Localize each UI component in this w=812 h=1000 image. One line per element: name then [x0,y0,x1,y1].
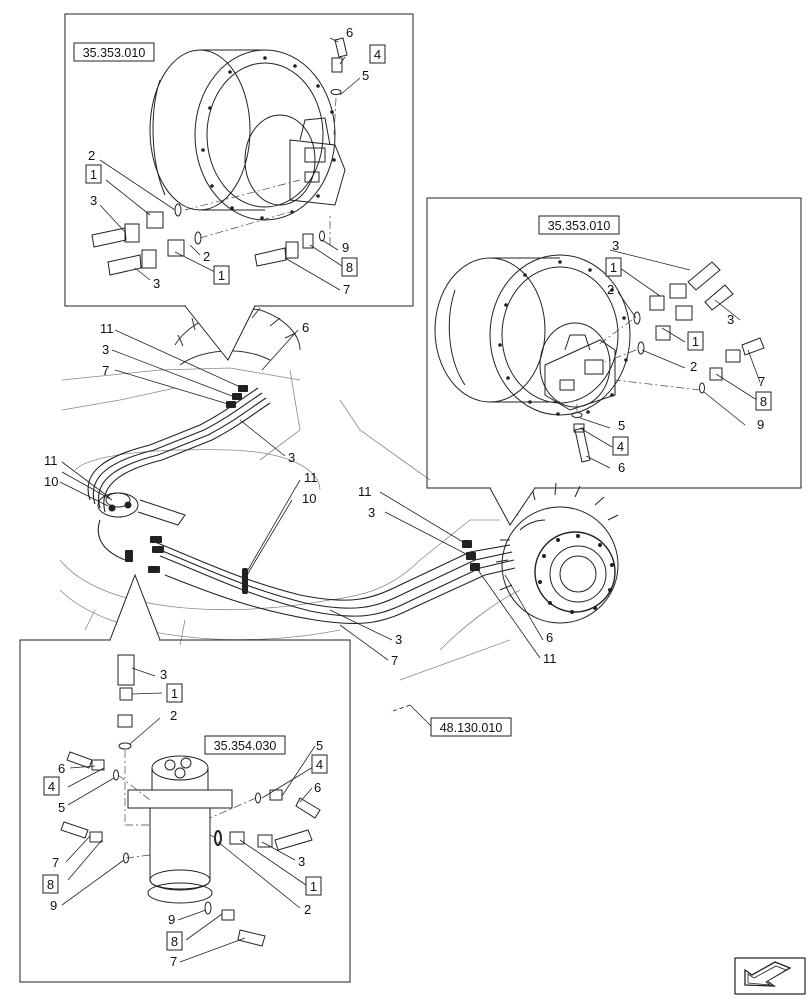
callout-9: 9 [342,240,349,255]
callout-box-1: 1 [310,879,317,894]
callout-3: 3 [298,854,305,869]
top-inset-hoses [91,37,348,276]
right-inset-frame [426,197,802,526]
top-travel-motor [149,49,346,221]
callout-7: 7 [52,855,59,870]
boxed-callouts [42,44,772,951]
callout-leaders [59,37,761,963]
hose-clamp [125,385,480,594]
callout-box-4: 4 [316,757,323,772]
callout-box-8: 8 [346,260,353,275]
motor-bolt-circle [538,534,614,614]
callout-3: 3 [160,667,167,682]
callout-box-1: 1 [90,167,97,182]
callout-11: 11 [44,453,58,468]
hydraulic-hose-bundle [87,387,516,625]
callout-6: 6 [302,320,309,335]
callout-7: 7 [102,363,109,378]
callout-6: 6 [58,761,65,776]
callout-2: 2 [88,148,95,163]
callout-box-1: 1 [171,686,178,701]
callout-3: 3 [395,632,402,647]
callout-2: 2 [203,249,210,264]
ref-label-right-inset: 35.353.010 [548,219,611,233]
callout-5: 5 [362,68,369,83]
ref-label-main-drawing: 48.130.010 [440,721,503,735]
callout-9: 9 [757,417,764,432]
callout-5: 5 [316,738,323,753]
callout-7: 7 [391,653,398,668]
callout-10: 10 [44,474,58,489]
callout-6: 6 [546,630,553,645]
next-page-arrow-icon[interactable] [734,957,806,995]
callout-6: 6 [618,460,625,475]
callout-3: 3 [102,342,109,357]
right-travel-motor [434,254,631,416]
callout-2: 2 [304,902,311,917]
bottom-swivel-joint [127,755,233,904]
callout-box-4: 4 [374,47,381,62]
callout-box-1: 1 [218,268,225,283]
boxed-callout-labels: 1 1 4 8 1 1 8 4 1 4 4 8 1 8 [47,47,767,949]
ref-box-bottom-inset[interactable]: 35.354.030 [204,735,286,755]
callout-7: 7 [170,954,177,969]
top-inset-frame [64,13,414,361]
ref-box-top-inset[interactable]: 35.353.010 [73,42,155,62]
callout-box-4: 4 [48,779,55,794]
callout-2: 2 [170,708,177,723]
callout-2: 2 [690,359,697,374]
callout-9: 9 [50,898,57,913]
callout-5: 5 [58,800,65,815]
callout-7: 7 [343,282,350,297]
ref-label-bottom-inset: 35.354.030 [214,739,277,753]
callout-box-4: 4 [617,439,624,454]
callout-box-8: 8 [171,934,178,949]
ref-box-right-inset[interactable]: 35.353.010 [538,215,620,235]
callout-11: 11 [358,484,372,499]
ref-box-main-drawing[interactable]: 48.130.010 [430,717,512,737]
top-motor-bolts [201,56,336,220]
callout-7: 7 [758,374,765,389]
callout-11: 11 [543,651,557,666]
bottom-inset-frame [19,573,351,983]
right-inset-hoses [571,261,765,463]
callout-9: 9 [168,912,175,927]
callout-numbers: 2 3 2 3 6 5 9 7 3 2 3 2 7 9 5 6 11 6 3 7… [44,25,765,969]
callout-5: 5 [618,418,625,433]
callout-3: 3 [612,238,619,253]
callout-3: 3 [90,193,97,208]
callout-3: 3 [153,276,160,291]
callout-3: 3 [727,312,734,327]
callout-3: 3 [288,450,295,465]
ref-label-top-inset: 35.353.010 [83,46,146,60]
callout-6: 6 [346,25,353,40]
callout-3: 3 [368,505,375,520]
callout-11: 11 [304,470,318,485]
callout-box-1: 1 [692,334,699,349]
right-inset-dashed-lines [576,319,701,412]
center-swivel-joint [97,492,186,526]
callout-11: 11 [100,321,114,336]
callout-6: 6 [314,780,321,795]
callout-10: 10 [302,491,316,506]
top-inset-dashed-lines [184,97,337,245]
right-motor-bolts [498,260,628,416]
callout-box-8: 8 [760,394,767,409]
bottom-inset-dashed-lines [117,750,257,859]
callout-2: 2 [607,282,614,297]
undercarriage-frame [59,367,521,681]
callout-box-1: 1 [610,260,617,275]
callout-box-8: 8 [47,877,54,892]
